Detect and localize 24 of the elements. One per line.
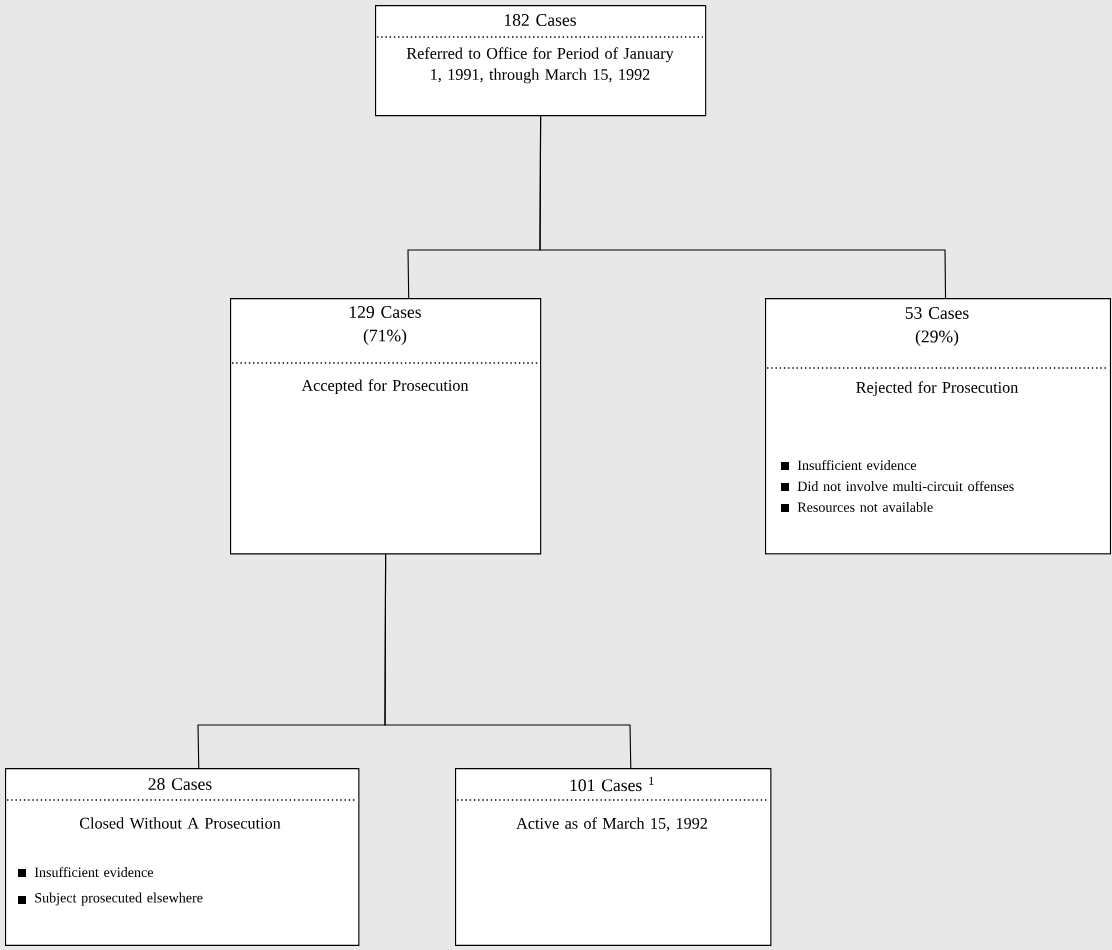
connector-line (384, 553, 632, 769)
case-count: 182 Cases (504, 14, 576, 26)
case-count: 129 Cases (349, 306, 421, 318)
bullet-item: Did not involve multi-circuit offenses (781, 481, 1014, 491)
box-heading: Closed Without A Prosecution (79, 817, 281, 829)
case-box (455, 768, 772, 946)
case-box (5, 768, 360, 946)
case-count: (29%) (915, 330, 959, 346)
connector-line (539, 115, 947, 299)
case-count: 28 Cases (148, 778, 212, 790)
case-box (765, 298, 1111, 555)
box-heading: Active as of March 15, 1992 (516, 817, 707, 832)
case-count: 53 Cases (905, 307, 969, 319)
bullet-item: Subject prosecuted elsewhere (18, 892, 203, 906)
bullet-item: Resources not available (781, 502, 933, 512)
bullet-item: Insufficient evidence (781, 460, 917, 470)
box-heading: Accepted for Prosecution (301, 379, 469, 395)
bullet-item: Insufficient evidence (18, 867, 154, 878)
case-box (230, 298, 542, 555)
case-count: 101 Cases $^{1}$ (570, 776, 654, 792)
case-count: (71%) (363, 329, 407, 345)
box-heading: Referred to Office for Period of January 1, 1991, through March 15, 1992 (406, 47, 674, 84)
case-box (375, 5, 707, 117)
box-heading: Rejected for Prosecution (856, 381, 1019, 397)
